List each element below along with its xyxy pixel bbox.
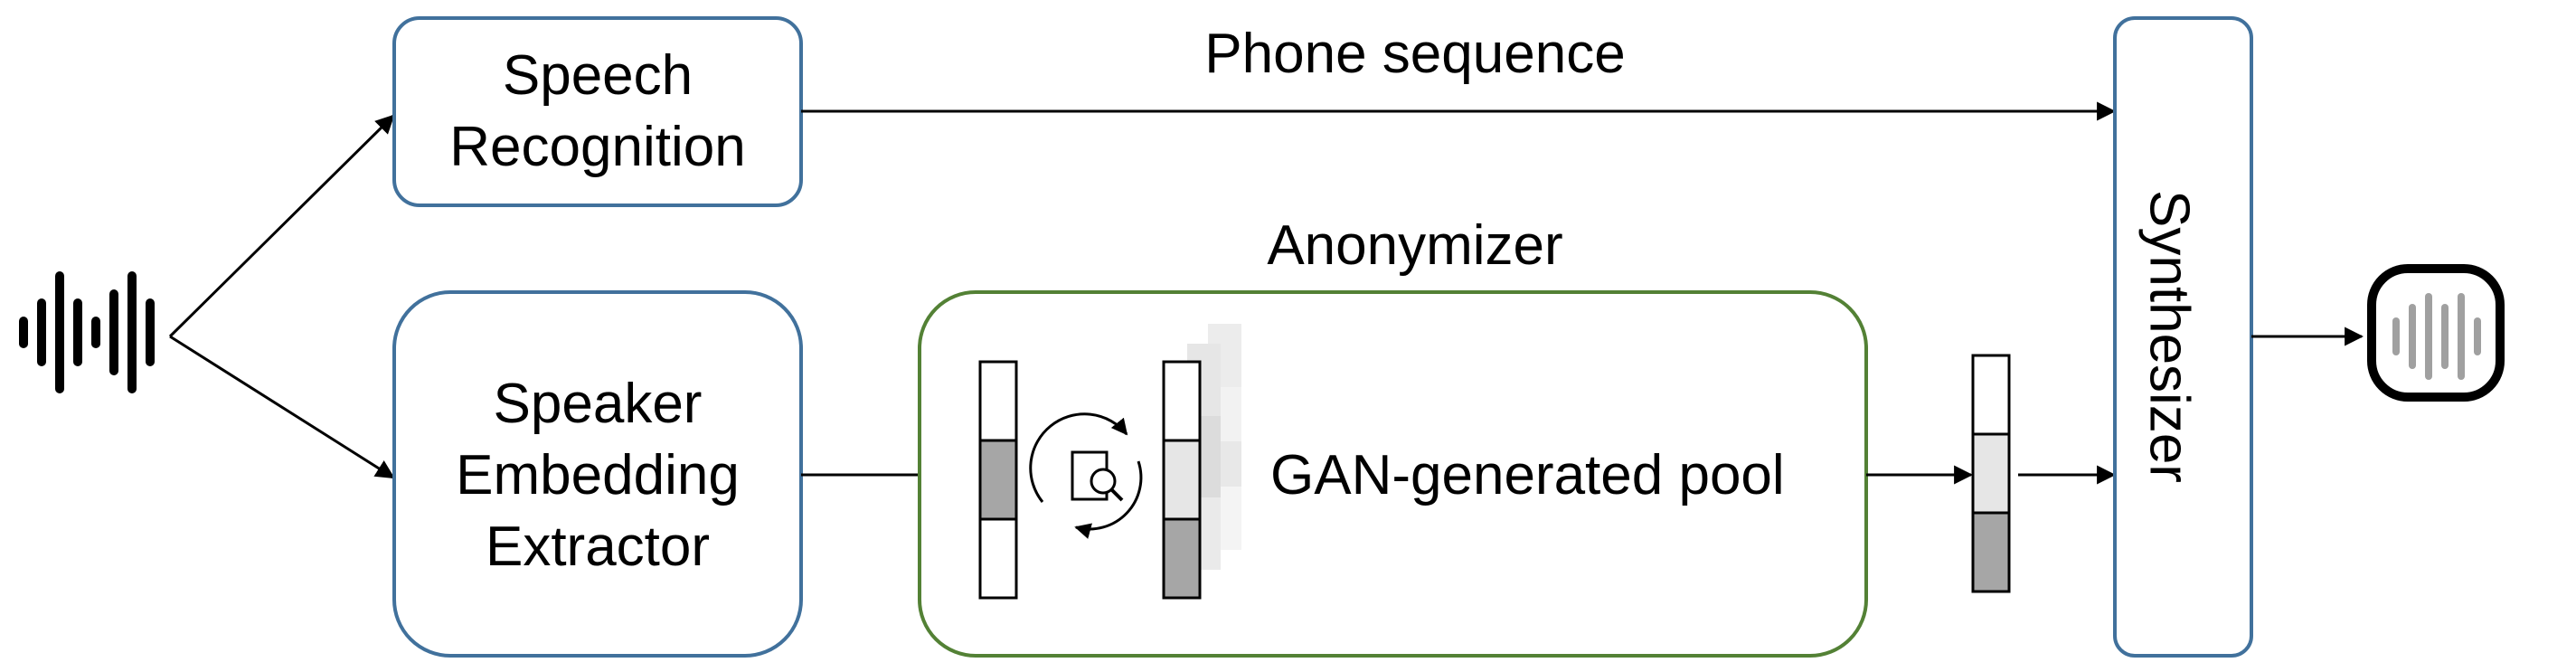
speaker-embedding-label-line3: Extractor — [486, 516, 710, 578]
pool-selected-vector — [1162, 360, 1202, 600]
anonymizer-label: Anonymizer — [1267, 214, 1562, 277]
speaker-embedding-label-line1: Speaker — [494, 373, 703, 435]
input-speaker-vector — [978, 360, 1018, 600]
synthesizer-label: Synthesizer — [2138, 190, 2201, 483]
input-waveform-icon — [19, 271, 155, 393]
speech-recognition-label-line2: Recognition — [449, 116, 745, 178]
speaker-embedding-label-line2: Embedding — [456, 444, 740, 506]
arrow-to-speech-recognition — [168, 114, 395, 338]
arrow-to-speaker-embedding — [169, 335, 395, 479]
output-audio-icon — [2367, 264, 2505, 402]
phone-sequence-label: Phone sequence — [1204, 23, 1625, 85]
search-cycle-icon — [1029, 412, 1143, 539]
speech-recognition-label-line1: Speech — [503, 44, 693, 107]
gan-pool-label: GAN-generated pool — [1270, 444, 1785, 506]
anonymized-speaker-vector — [1971, 354, 2011, 593]
